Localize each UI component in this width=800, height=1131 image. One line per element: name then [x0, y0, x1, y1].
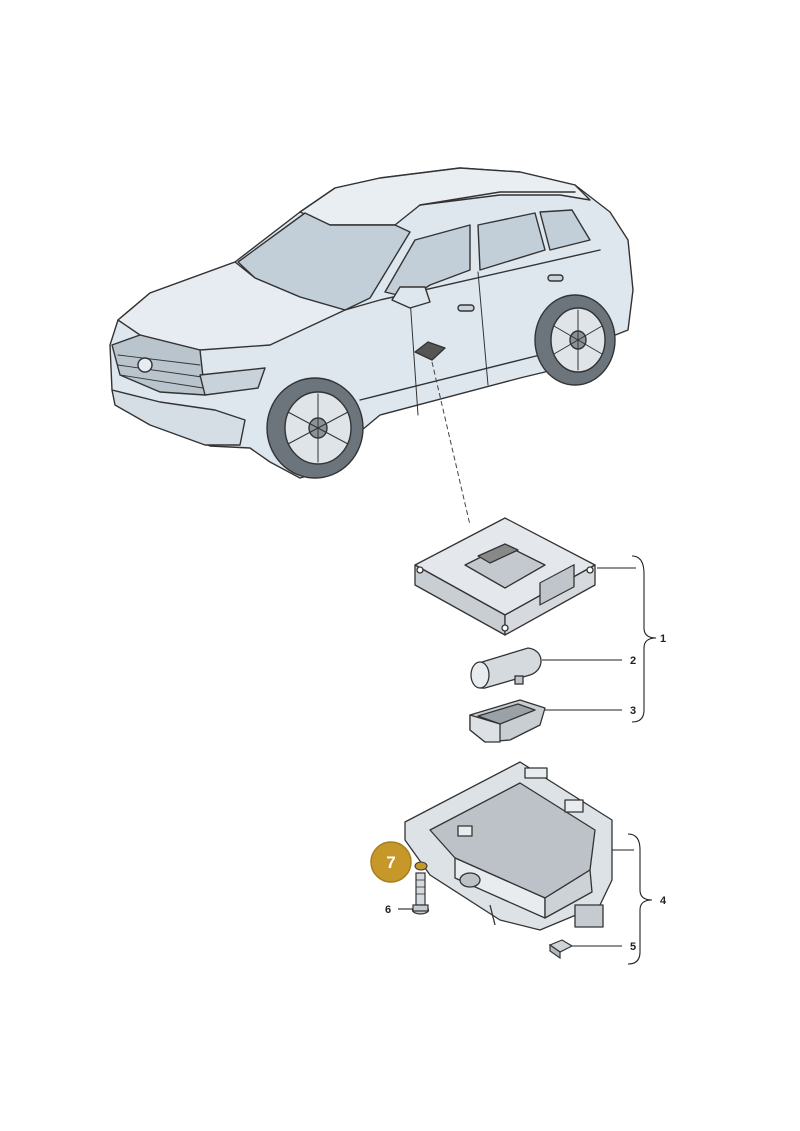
part-washer — [414, 861, 428, 871]
car-badge-logo — [137, 357, 153, 373]
part-control-unit — [414, 517, 596, 636]
car-mirror — [391, 286, 431, 309]
highlight-badge[interactable]: 7 — [370, 841, 412, 883]
car-window-middle — [477, 212, 546, 271]
car-wheel-front — [266, 377, 364, 479]
car-wheel-rear — [534, 294, 616, 386]
highlight-badge-label: 7 — [386, 853, 395, 872]
location-leader-line — [431, 361, 471, 526]
car-window-rear — [539, 209, 591, 251]
car-bumper — [111, 389, 246, 446]
part-clip-nut — [548, 939, 574, 960]
part-bolt — [411, 872, 430, 915]
part-bracket — [404, 761, 613, 931]
install-location-marker — [414, 341, 446, 361]
car-headlight — [199, 367, 266, 396]
callout-lines — [398, 555, 657, 965]
part-holder — [469, 699, 546, 743]
part-cover — [470, 647, 542, 689]
vehicle-illustration — [109, 167, 634, 479]
callout-label-3: 3 — [630, 705, 636, 717]
callout-label-6: 6 — [385, 904, 391, 916]
callout-label-5: 5 — [630, 941, 636, 953]
callout-label-4: 4 — [660, 895, 667, 907]
callout-label-2: 2 — [630, 655, 636, 667]
callout-label-1: 1 — [660, 633, 666, 645]
